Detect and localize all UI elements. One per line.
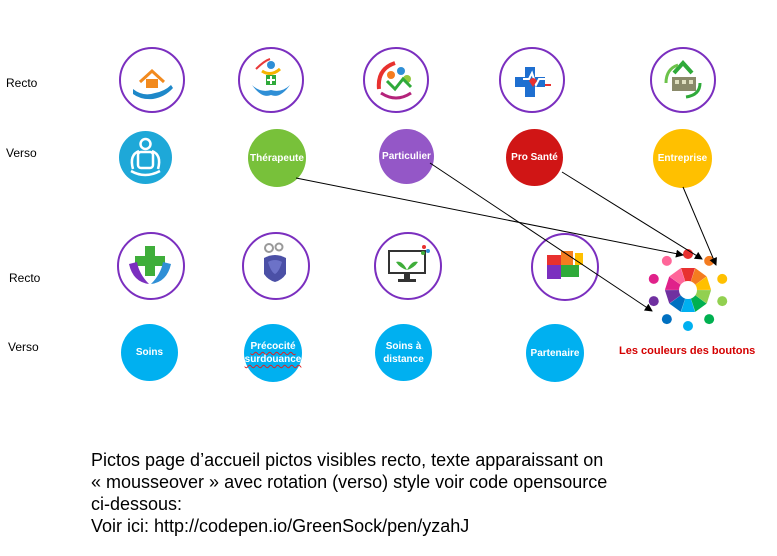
palette-figure-head bbox=[661, 255, 672, 266]
caption-line-2: « mousseover » avec rotation (verso) sty… bbox=[91, 472, 608, 492]
caption-line-1: Pictos page d’accueil pictos visibles re… bbox=[91, 450, 604, 470]
wellness-figure-hands-icon[interactable] bbox=[238, 47, 304, 113]
palette-figure-head bbox=[683, 249, 693, 259]
people-circle-icon[interactable] bbox=[363, 47, 429, 113]
palette-figure-head bbox=[661, 314, 672, 325]
particulier-label: Particulier bbox=[382, 151, 431, 162]
recycle-building-icon[interactable] bbox=[650, 47, 716, 113]
soins-label: Soins bbox=[135, 347, 164, 358]
palette-figure-head bbox=[683, 321, 693, 331]
palette-figure-head bbox=[704, 255, 715, 266]
verso-disc-precocite[interactable]: Précocité surdouance bbox=[244, 324, 302, 382]
palette-figure-body bbox=[681, 290, 695, 312]
palette-caption: Les couleurs des boutons bbox=[619, 345, 756, 357]
row-label-recto-1: Recto bbox=[6, 76, 38, 90]
verso-disc-partenaire[interactable]: Partenaire bbox=[526, 324, 584, 382]
monitor-plant-icon[interactable] bbox=[374, 232, 442, 300]
palette-figure-head bbox=[648, 296, 659, 307]
verso-disc-entreprise[interactable]: Entreprise bbox=[653, 129, 712, 188]
arrow-therapeute bbox=[295, 177, 684, 258]
row-label-verso-2: Verso bbox=[8, 340, 39, 354]
cross-in-hands-icon[interactable] bbox=[117, 232, 185, 300]
colorful-people-circle-icon bbox=[648, 249, 728, 331]
soins-distance-label: Soins à distance bbox=[383, 340, 424, 365]
verso-disc-therapeute[interactable]: Thérapeute bbox=[248, 129, 306, 187]
head-gears-icon[interactable] bbox=[242, 232, 310, 300]
verso-disc-particulier[interactable]: Particulier bbox=[379, 129, 434, 184]
row-label-verso-1: Verso bbox=[6, 146, 37, 160]
row-label-recto-2: Recto bbox=[9, 271, 41, 285]
pro-sante-label: Pro Santé bbox=[511, 152, 558, 163]
palette-figure-head bbox=[704, 314, 715, 325]
precocite-label: Précocité surdouance bbox=[244, 341, 302, 365]
therapeute-label: Thérapeute bbox=[250, 152, 304, 164]
verso-disc-pro-sante[interactable]: Pro Santé bbox=[506, 129, 563, 186]
puzzle-pieces-icon[interactable] bbox=[531, 233, 599, 301]
medical-cross-heartbeat-icon[interactable] bbox=[499, 47, 565, 113]
palette-figure-head bbox=[717, 296, 728, 307]
caption-block: Pictos page d’accueil pictos visibles re… bbox=[91, 449, 607, 537]
palette-figure-head bbox=[648, 273, 659, 284]
palette-center bbox=[679, 281, 697, 299]
family-icon bbox=[119, 131, 172, 184]
verso-disc-soins-distance[interactable]: Soins à distance bbox=[375, 324, 432, 381]
palette-figure-body bbox=[681, 268, 695, 290]
partenaire-label: Partenaire bbox=[530, 347, 580, 359]
caption-line-3: ci-dessous: bbox=[91, 494, 183, 514]
house-in-hand-icon[interactable] bbox=[119, 47, 185, 113]
palette-figure-head bbox=[717, 273, 728, 284]
verso-disc-family[interactable] bbox=[119, 131, 172, 184]
verso-disc-soins[interactable]: Soins bbox=[121, 324, 178, 381]
entreprise-label: Entreprise bbox=[657, 153, 708, 164]
caption-line-4: Voir ici: http://codepen.io/GreenSock/pe… bbox=[91, 516, 470, 536]
